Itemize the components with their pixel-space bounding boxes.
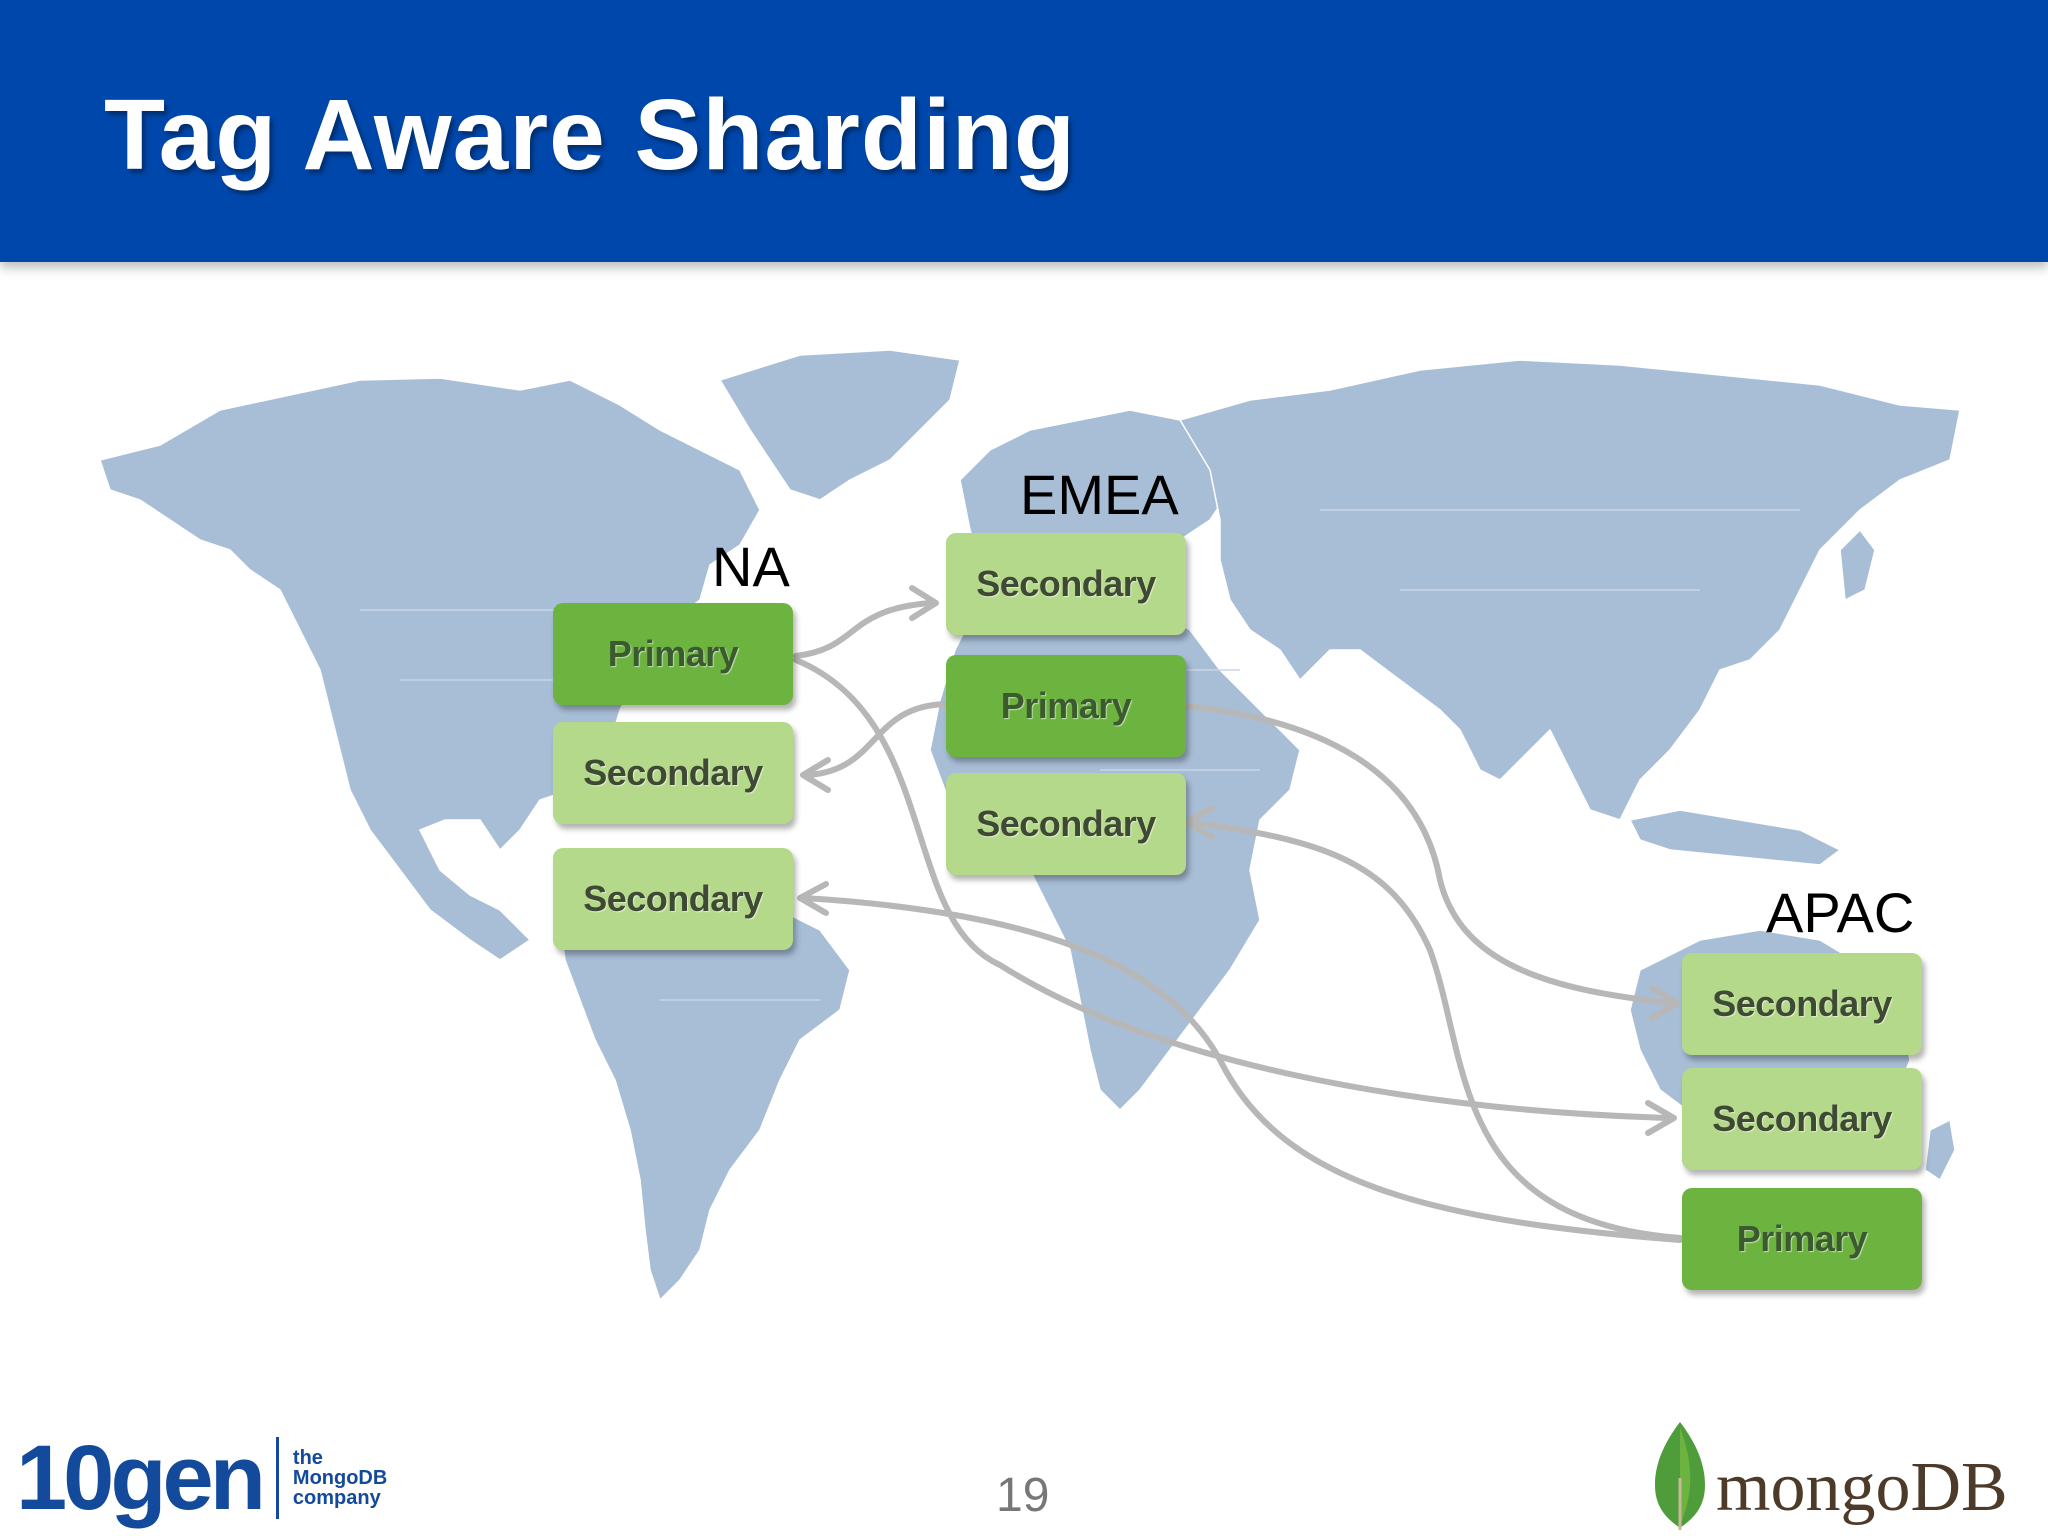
region-label-apac: APAC bbox=[1766, 881, 1915, 944]
tagline-line: company bbox=[292, 1487, 381, 1509]
japan-landmass bbox=[1839, 528, 1876, 602]
mongodb-leaf-icon bbox=[1680, 1428, 1691, 1528]
10gen-tagline: the MongoDB company bbox=[293, 1448, 387, 1508]
na-secondary-node-1: Secondary bbox=[553, 722, 793, 824]
arrow-na-to-apac-secondary bbox=[793, 657, 1673, 1121]
na-secondary-node-2: Secondary bbox=[553, 848, 793, 950]
mongodb-wordmark: mongoDB bbox=[1716, 1448, 2008, 1528]
mongodb-logo bbox=[1655, 1422, 1705, 1530]
logo-divider bbox=[275, 1437, 279, 1519]
10gen-wordmark: 10gen bbox=[16, 1426, 266, 1529]
arrow-apac-to-emea-secondary bbox=[1187, 819, 1683, 1241]
greenland-landmass bbox=[718, 350, 961, 501]
mongodb-wordmark-prefix: mongo bbox=[1716, 1449, 1911, 1526]
tagline-line: MongoDB bbox=[292, 1467, 388, 1489]
arrowhead bbox=[909, 585, 939, 621]
arrow-na-to-emea-secondary bbox=[793, 600, 933, 659]
slide-title: Tag Aware Sharding bbox=[104, 79, 1076, 191]
arrow-apac-to-na-secondary bbox=[801, 895, 1683, 1243]
new-zealand-landmass bbox=[1924, 1118, 1956, 1182]
emea-primary-node: Primary bbox=[946, 655, 1186, 757]
arrow-emea-to-na-secondary bbox=[805, 701, 949, 778]
arrowhead bbox=[1649, 985, 1681, 1021]
apac-secondary-node-1: Secondary bbox=[1682, 953, 1922, 1055]
10gen-logo: 10gen the MongoDB company bbox=[16, 1426, 387, 1529]
apac-secondary-node-2: Secondary bbox=[1682, 1068, 1922, 1170]
region-label-na: NA bbox=[712, 535, 790, 598]
north-america-landmass bbox=[100, 377, 761, 961]
title-bar: Tag Aware Sharding bbox=[0, 0, 2048, 262]
apac-primary-node: Primary bbox=[1682, 1188, 1922, 1290]
tagline-line: the bbox=[292, 1447, 323, 1469]
arrowhead bbox=[800, 757, 831, 793]
arrow-emea-to-apac-secondary bbox=[1183, 703, 1677, 1006]
arrowhead bbox=[797, 881, 829, 916]
indonesia-landmass bbox=[1628, 809, 1842, 866]
arrowhead bbox=[1183, 805, 1215, 840]
emea-secondary-node-1: Secondary bbox=[946, 533, 1186, 635]
page-number: 19 bbox=[996, 1469, 1050, 1522]
emea-secondary-node-2: Secondary bbox=[946, 773, 1186, 875]
arrowhead bbox=[1645, 1100, 1677, 1136]
na-primary-node: Primary bbox=[553, 603, 793, 705]
mongodb-wordmark-suffix: DB bbox=[1910, 1449, 2008, 1526]
region-label-emea: EMEA bbox=[1020, 463, 1179, 526]
